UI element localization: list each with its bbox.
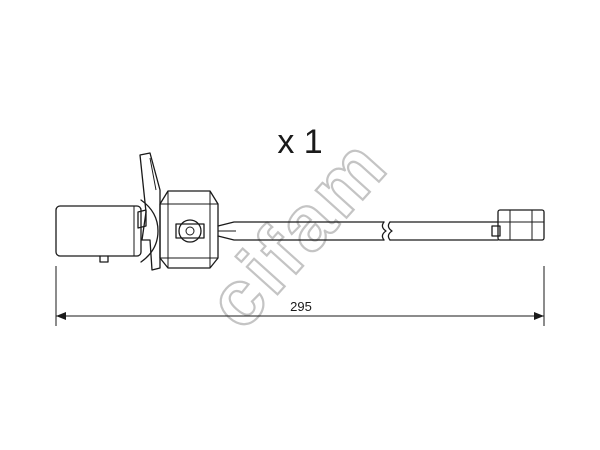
sensor-tip [491, 209, 545, 241]
connector-plug [55, 199, 159, 263]
mounting-bracket [137, 152, 161, 271]
sensor-cable [217, 221, 499, 241]
quantity-label: x 1 [277, 123, 322, 161]
sensor-hex-body [159, 190, 219, 269]
length-label: 295 [290, 299, 312, 314]
length-dimension [55, 266, 545, 326]
